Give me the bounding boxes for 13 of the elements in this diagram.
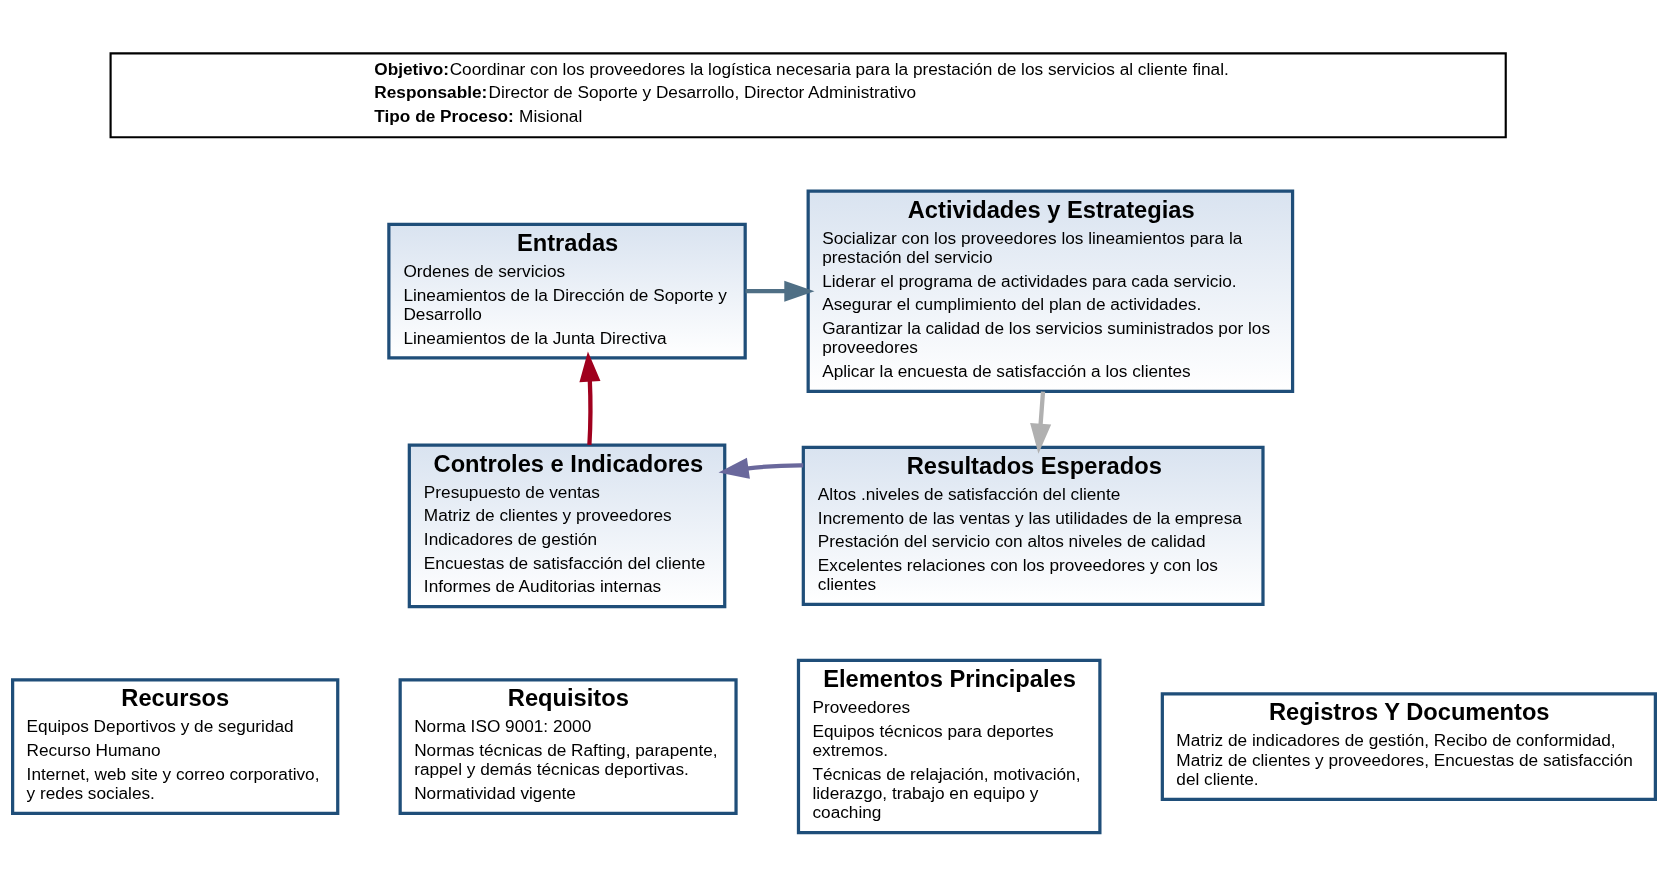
arrow	[579, 351, 601, 445]
node-box: Requisitos Norma ISO 9001: 2000 Normas técnicas de Rafting, parapente, rappel y demás técnicas deportivas. Normatividad vigente	[398, 677, 738, 815]
node-box: Resultados Esperados Altos .niveles de satisfacción del cliente Incremento de las ventas y las utilidades de la empresa Prestación del servicio con altos niveles de calidad Excelentes relaciones con los proveedores y con los clientes	[801, 445, 1265, 606]
node-box: Entradas Ordenes de servicios Lineamientos de la Dirección de Soporte y Desarrollo Lineamientos de la Junta Directiva	[387, 222, 747, 360]
arrow	[745, 280, 815, 302]
node-box: Recursos Equipos Deportivos y de seguridad Recurso Humano Internet, web site y correo corporativo, y redes sociales.	[11, 677, 340, 815]
node-box: Controles e Indicadores Presupuesto de ventas Matriz de clientes y proveedores Indicadores de gestión Encuestas de satisfacción del cliente Informes de Auditorias internas	[407, 443, 727, 608]
node-box: Elementos Principales Proveedores Equipos técnicos para deportes extremos. Técnicas de relajación, motivación, liderazgo, trabajo en equipo y coaching	[796, 658, 1102, 834]
node-box: Actividades y Estrategias Socializar con los proveedores los lineamientos para la prestación del servicio Liderar el programa de actividades para cada servicio. Asegurar el cumplimiento del plan de actividades. Garantizar la calidad de los servicios suministrados por los proveedores Aplicar la encuesta de satisfacción a los clientes	[806, 189, 1295, 393]
arrow	[1030, 390, 1052, 454]
arrow	[718, 457, 804, 479]
node-box: Objetivo:Coordinar con los proveedores la logística necesaria para la prestación de los servicios al cliente final. Responsable:Director de Soporte y Desarrollo, Director Administrativo Tipo de Proceso: Misional	[109, 51, 1507, 138]
node-box: Registros Y Documentos Matriz de indicadores de gestión, Recibo de conformidad, Matriz de clientes y proveedores, Encuestas de satisfacción del cliente.	[1160, 691, 1657, 801]
